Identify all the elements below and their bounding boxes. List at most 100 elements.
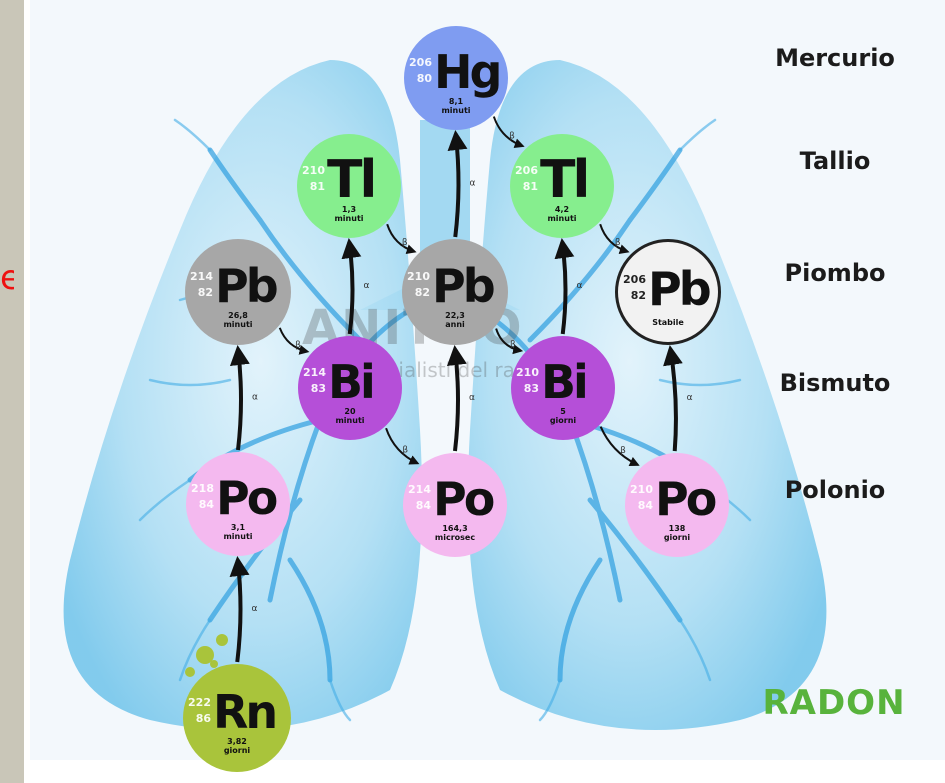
atomic-number: 82 (189, 286, 213, 300)
half-life-value: 8,1 (404, 97, 508, 106)
decay-mode-label: β (295, 340, 301, 350)
mass-number: 218 (190, 482, 214, 496)
mass-number: 206 (408, 56, 432, 70)
mass-number: 214 (407, 483, 431, 497)
half-life-value: 138 (625, 524, 729, 533)
half-life-unit: minuti (186, 532, 290, 541)
half-life-unit: giorni (625, 533, 729, 542)
mass-number: 210 (629, 483, 653, 497)
row-label-polonio: Polonio (750, 476, 920, 504)
atomic-number: 83 (302, 382, 326, 396)
element-symbol: Po (433, 476, 492, 522)
mass-number: 222 (187, 696, 211, 710)
half-life-value: 1,3 (297, 205, 401, 214)
atomic-number: 84 (190, 498, 214, 512)
atomic-number: 82 (622, 289, 646, 303)
decay-mode-label: α (364, 281, 370, 291)
decay-mode-label: α (252, 604, 258, 614)
mass-number: 214 (189, 270, 213, 284)
element-symbol: Pb (648, 266, 709, 312)
alpha-decay-arrow (455, 134, 458, 237)
decay-mode-label: α (469, 179, 475, 189)
alpha-decay-arrow (349, 242, 352, 334)
element-symbol: Hg (434, 49, 499, 95)
element-symbol: Bi (541, 359, 586, 405)
atomic-number: 81 (514, 180, 538, 194)
decay-mode-label: β (510, 340, 516, 350)
element-symbol: Pb (432, 263, 493, 309)
half-life-unit: giorni (183, 746, 291, 755)
decay-mode-label: β (509, 131, 515, 141)
decay-mode-label: α (469, 393, 475, 403)
half-life-unit: minuti (297, 214, 401, 223)
beta-decay-arrow (496, 329, 521, 351)
atomic-number: 84 (407, 499, 431, 513)
element-symbol: Bi (328, 359, 373, 405)
mass-number: 210 (406, 270, 430, 284)
alpha-decay-arrow (238, 349, 241, 450)
atomic-number: 83 (515, 382, 539, 396)
half-life-value: 3,82 (183, 737, 291, 746)
element-symbol: Po (655, 476, 714, 522)
beta-decay-arrow (280, 328, 308, 352)
radon-bubble-icon (185, 667, 195, 677)
alpha-decay-arrow (455, 349, 458, 451)
half-life-value: 3,1 (186, 523, 290, 532)
element-symbol: Tl (540, 154, 587, 206)
atomic-number: 82 (406, 286, 430, 300)
decay-mode-label: α (252, 393, 258, 403)
element-symbol: Rn (213, 689, 275, 735)
mass-number: 206 (622, 273, 646, 287)
row-label-tallio: Tallio (750, 147, 920, 175)
row-label-piombo: Piombo (750, 259, 920, 287)
decay-mode-label: β (402, 238, 408, 248)
alpha-decay-arrow (670, 349, 676, 451)
half-life-value: 5 (511, 407, 615, 416)
half-life-value: 26,8 (185, 311, 291, 320)
half-life-unit: minuti (298, 416, 402, 425)
half-life-value: 4,2 (510, 205, 614, 214)
radon-brand-label: RADON (748, 683, 920, 723)
decay-mode-label: β (620, 446, 626, 456)
half-life-unit: Stabile (618, 318, 718, 327)
half-life-value: 164,3 (403, 524, 507, 533)
decay-mode-label: β (615, 238, 621, 248)
decay-mode-label: α (577, 281, 583, 291)
atomic-number: 80 (408, 72, 432, 86)
half-life-value: 20 (298, 407, 402, 416)
mass-number: 214 (302, 366, 326, 380)
alpha-decay-arrow (237, 560, 240, 662)
node-pb206: 206 82PbStabile (615, 239, 721, 345)
decay-mode-label: α (687, 393, 693, 403)
radon-bubble-icon (216, 634, 228, 646)
mass-number: 210 (515, 366, 539, 380)
element-symbol: Po (216, 475, 275, 521)
radon-bubble-icon (196, 646, 214, 664)
atomic-number: 81 (301, 180, 325, 194)
half-life-value: 22,3 (402, 311, 508, 320)
mass-number: 206 (514, 164, 538, 178)
row-label-mercurio: Mercurio (750, 44, 920, 72)
half-life-unit: minuti (404, 106, 508, 115)
element-symbol: Tl (327, 154, 374, 206)
half-life-unit: minuti (185, 320, 291, 329)
mass-number: 210 (301, 164, 325, 178)
half-life-unit: minuti (510, 214, 614, 223)
half-life-unit: anni (402, 320, 508, 329)
atomic-number: 84 (629, 499, 653, 513)
half-life-unit: microsec (403, 533, 507, 542)
decay-mode-label: β (402, 445, 408, 455)
atomic-number: 86 (187, 712, 211, 726)
node-pb214: 21482Pb26,8minuti (185, 239, 291, 345)
alpha-decay-arrow (562, 242, 565, 334)
